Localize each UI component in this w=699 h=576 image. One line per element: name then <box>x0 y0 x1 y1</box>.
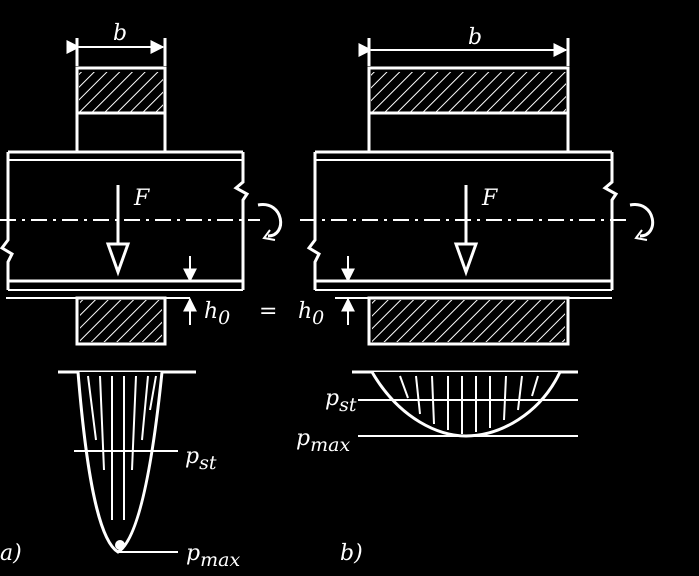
force-arrow-b <box>453 185 479 277</box>
figure-b <box>300 38 655 438</box>
force-label-a: F <box>133 186 150 211</box>
lower-bearing-shell-b <box>335 296 612 346</box>
width-label-b: b <box>468 25 482 50</box>
force-label-b: F <box>481 186 498 211</box>
pressure-curve-b <box>352 370 578 438</box>
lower-bearing-shell-a <box>6 296 190 346</box>
force-arrow-a <box>105 185 131 277</box>
shaft-b <box>300 150 655 291</box>
max-pressure-label-a: pmax <box>186 541 240 571</box>
clearance-label-a: h0 <box>204 299 230 329</box>
equals-sign: = <box>259 299 277 324</box>
clearance-label-b: h0 <box>298 299 324 329</box>
panel-label-b: b) <box>340 541 363 566</box>
width-dimension-b <box>358 38 570 66</box>
max-pressure-label-b: pmax <box>296 426 350 456</box>
figure-a <box>0 38 283 554</box>
shaft-a <box>0 150 283 291</box>
panel-label-a: a) <box>0 541 22 566</box>
mean-pressure-label-a: pst <box>185 444 217 474</box>
upper-bearing-shell-b <box>367 66 570 154</box>
width-dimension-a <box>66 38 167 66</box>
upper-bearing-shell-a <box>75 66 167 154</box>
mean-pressure-label-b: pst <box>325 386 357 416</box>
pressure-curve-a <box>58 370 196 554</box>
width-label-a: b <box>113 21 127 46</box>
